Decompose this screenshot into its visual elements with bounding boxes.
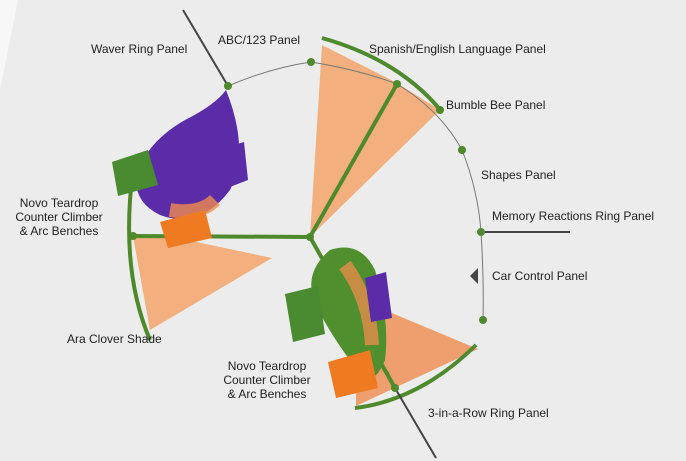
three-in-a-row-pole bbox=[394, 387, 437, 459]
car-control-marker bbox=[470, 268, 478, 284]
background-wedge bbox=[0, 0, 18, 90]
arc-bench-bottom-2 bbox=[365, 272, 392, 322]
label-ara-clover-shade: Ara Clover Shade bbox=[67, 332, 162, 346]
label-novo-bottom-line-1: Novo Teardrop bbox=[227, 359, 307, 373]
node-abc bbox=[307, 58, 315, 66]
label-novo-left-line-3: & Arc Benches bbox=[19, 224, 99, 238]
shade-sail-bottom bbox=[356, 298, 478, 406]
node-center bbox=[306, 233, 314, 241]
shade-sail-top bbox=[310, 45, 440, 237]
label-bumble-bee-panel: Bumble Bee Panel bbox=[446, 98, 546, 112]
label-novo-teardrop-left: Novo Teardrop Counter Climber & Arc Benc… bbox=[4, 196, 114, 238]
label-car-control-panel: Car Control Panel bbox=[492, 269, 588, 283]
arc-bench-left-2 bbox=[218, 142, 248, 190]
arc-bench-bottom-1 bbox=[285, 286, 325, 342]
label-shapes-panel: Shapes Panel bbox=[481, 168, 556, 182]
node-shapes bbox=[458, 146, 466, 154]
arc-frame-top bbox=[321, 36, 444, 114]
strut-top bbox=[308, 83, 399, 238]
teardrop-climber-left-shade bbox=[168, 194, 220, 219]
label-novo-left-line-2: Counter Climber bbox=[15, 210, 103, 224]
label-spanish-english-panel: Spanish/English Language Panel bbox=[369, 42, 546, 56]
cable-ring bbox=[227, 61, 484, 321]
label-novo-teardrop-bottom: Novo Teardrop Counter Climber & Arc Benc… bbox=[212, 359, 322, 401]
strut-left bbox=[132, 234, 311, 239]
arc-bench-bottom-3 bbox=[328, 350, 378, 398]
node-bottom bbox=[391, 384, 399, 392]
node-bumble-bee bbox=[436, 106, 444, 114]
teardrop-climber-left bbox=[136, 90, 240, 220]
arc-bench-left-1 bbox=[112, 150, 158, 196]
node-waver bbox=[224, 82, 232, 90]
teardrop-climber-bottom-shade bbox=[339, 260, 379, 346]
label-three-in-a-row-panel: 3-in-a-Row Ring Panel bbox=[428, 406, 549, 420]
label-waver-ring-panel: Waver Ring Panel bbox=[91, 42, 188, 56]
shade-sail-left bbox=[133, 236, 272, 330]
label-memory-reactions-panel: Memory Reactions Ring Panel bbox=[492, 209, 655, 223]
node-memory bbox=[477, 228, 485, 236]
label-novo-left-line-1: Novo Teardrop bbox=[19, 196, 99, 210]
node-left bbox=[129, 232, 137, 240]
label-abc-123-panel: ABC/123 Panel bbox=[218, 33, 301, 47]
arc-bench-left-3 bbox=[160, 210, 212, 248]
label-novo-bottom-line-3: & Arc Benches bbox=[227, 387, 307, 401]
waver-ring-pole bbox=[182, 9, 229, 87]
label-novo-bottom-line-2: Counter Climber bbox=[223, 373, 311, 387]
connection-nodes bbox=[129, 58, 487, 392]
node-end bbox=[479, 316, 487, 324]
arc-frame-left bbox=[127, 169, 152, 341]
node-spanish bbox=[393, 80, 401, 88]
arc-frame-bottom bbox=[354, 343, 478, 410]
